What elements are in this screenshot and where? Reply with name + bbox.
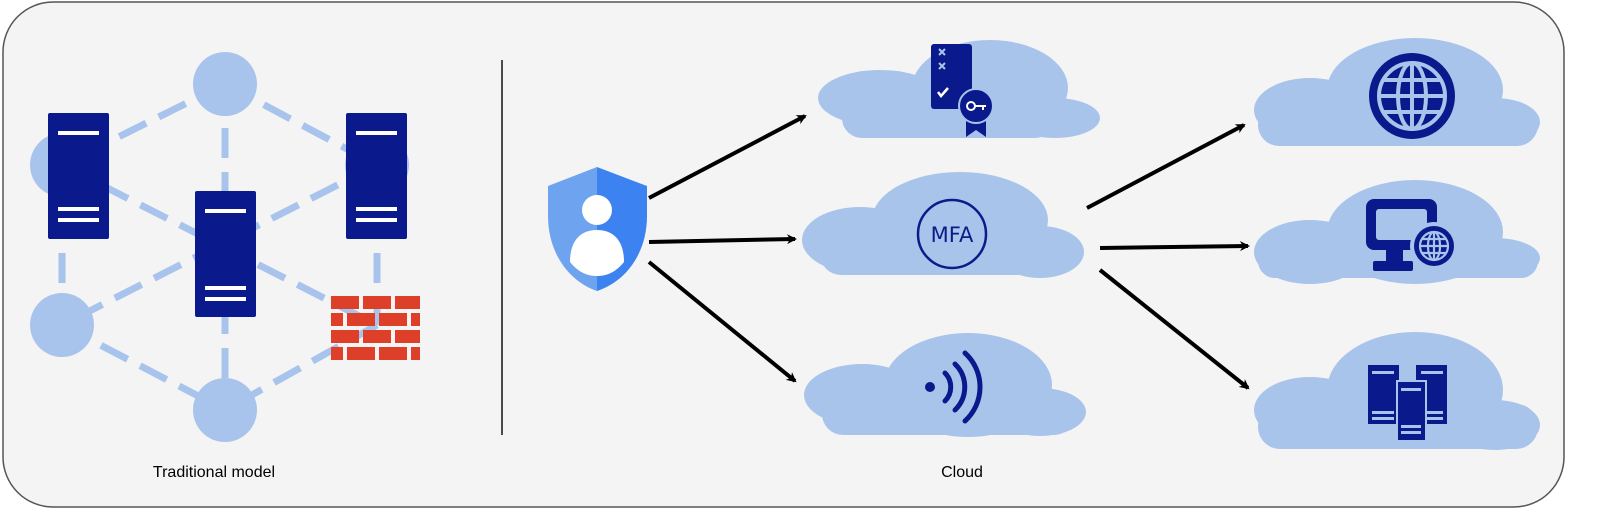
globe-icon [1369, 53, 1455, 139]
arrow-to-wireless-cloud [647, 260, 797, 383]
certificate-key-icon [931, 44, 994, 137]
arrow-to-server-cloud [1098, 268, 1250, 390]
wifi-icon [925, 350, 983, 424]
arrow-to-mfa-cloud [648, 234, 797, 245]
cloud-wireless [804, 333, 1086, 437]
caption-traditional-model: Traditional model [153, 464, 275, 481]
cloud-mfa [802, 172, 1084, 278]
mesh-node-top [193, 52, 257, 116]
mesh-node-left-lower [30, 293, 94, 357]
arrow-to-certificate-cloud [648, 114, 807, 200]
caption-cloud: Cloud [941, 464, 983, 481]
arrow-to-desktop-cloud [1099, 241, 1250, 252]
mfa-label: MFA [931, 223, 974, 247]
cloud-web [1254, 38, 1540, 146]
desktop-globe-icon [1366, 199, 1458, 271]
arrows-to-access-methods [647, 114, 807, 383]
mfa-icon: MFA [916, 198, 988, 270]
shield-user-icon [548, 167, 647, 291]
server-icon [48, 113, 109, 239]
arrows-to-resources [1086, 123, 1250, 390]
arrow-to-web-cloud [1086, 123, 1246, 210]
mesh-node-bottom [193, 378, 257, 442]
server-icon [346, 113, 407, 239]
server-icon [195, 191, 256, 317]
server-rack-icon [1368, 365, 1447, 442]
mesh-network [30, 52, 420, 442]
firewall-icon [331, 296, 420, 360]
